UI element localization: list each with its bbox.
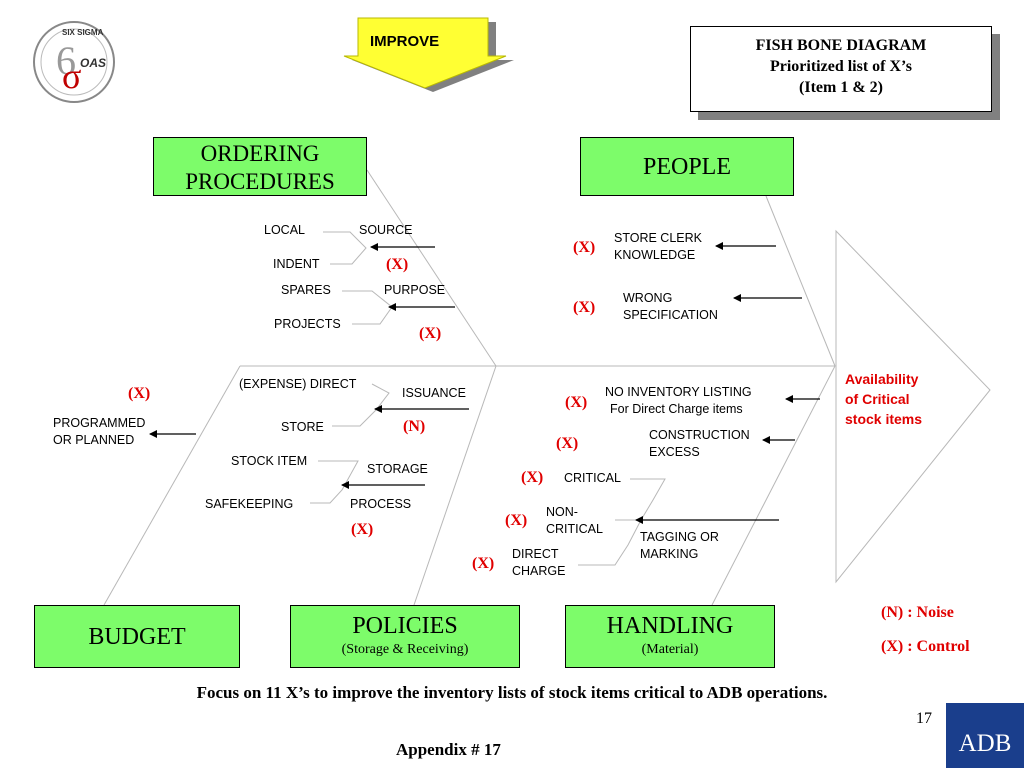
legend-control: (X) : Control xyxy=(881,638,970,655)
no-inventory-line-2: For Direct Charge items xyxy=(610,402,743,416)
cause-projects: PROJECTS xyxy=(274,317,341,331)
category-people: PEOPLE xyxy=(580,137,794,196)
legend: (N) : Noise (X) : Control xyxy=(881,596,970,664)
cause-spares: SPARES xyxy=(281,283,331,297)
cause-stock-item: STOCK ITEM xyxy=(231,454,308,468)
direct-charge-line-2: CHARGE xyxy=(512,564,566,578)
people-label: PEOPLE xyxy=(642,154,731,180)
non-critical-line-2: CRITICAL xyxy=(546,522,603,536)
store-clerk-line-2: KNOWLEDGE xyxy=(614,248,696,262)
programmed-line-1: PROGRAMMED xyxy=(53,416,146,430)
mark-no-inventory-x: (X) xyxy=(565,394,588,411)
tagging-line-1: TAGGING OR xyxy=(640,530,719,544)
cause-local: LOCAL xyxy=(264,223,305,237)
cause-wrong-specification: WRONG SPECIFICATION xyxy=(623,290,718,324)
adb-logo: ADB xyxy=(946,703,1024,768)
policies-label: POLICIES xyxy=(352,613,458,639)
programmed-line-2: OR PLANNED xyxy=(53,433,135,447)
cause-process: PROCESS xyxy=(350,497,412,511)
cause-source: SOURCE xyxy=(359,223,413,237)
effect-line-1: Availability xyxy=(845,371,919,387)
cause-no-inventory-listing: NO INVENTORY LISTING For Direct Charge i… xyxy=(605,384,752,418)
tagging-line-2: MARKING xyxy=(640,547,699,561)
store-clerk-line-1: STORE CLERK xyxy=(614,231,702,245)
improve-label: IMPROVE xyxy=(370,33,440,50)
category-policies: POLICIES (Storage & Receiving) xyxy=(290,605,520,668)
mark-non-critical-x: (X) xyxy=(505,512,528,529)
svg-text:6: 6 xyxy=(56,38,76,83)
logo-brand-text: OAS xyxy=(80,56,107,70)
wrong-spec-line-1: WRONG xyxy=(623,291,673,305)
budget-label: BUDGET xyxy=(88,624,186,650)
effect-label: Availability of Critical stock items xyxy=(845,369,922,429)
wrong-spec-line-2: SPECIFICATION xyxy=(623,308,718,322)
category-ordering-procedures: ORDERING PROCEDURES xyxy=(153,137,367,196)
six-sigma-oas-logo: 6 σ SIX SIGMA OAS xyxy=(30,18,118,106)
mark-direct-charge-x: (X) xyxy=(472,555,495,572)
title-line-3: (Item 1 & 2) xyxy=(799,79,883,96)
mark-issuance-n: (N) xyxy=(403,418,426,435)
svg-text:σ: σ xyxy=(62,56,81,96)
ordering-label: ORDERING PROCEDURES xyxy=(185,141,335,194)
cause-critical: CRITICAL xyxy=(564,471,621,485)
cause-safekeeping: SAFEKEEPING xyxy=(205,497,294,511)
mark-store-clerk-x: (X) xyxy=(573,239,596,256)
title-line-2: Prioritized list of X’s xyxy=(769,58,913,75)
cause-tagging-or-marking: TAGGING OR MARKING xyxy=(640,529,719,563)
cause-store-clerk-knowledge: STORE CLERK KNOWLEDGE xyxy=(614,230,702,264)
adb-logo-text: ADB xyxy=(958,729,1012,757)
construction-line-1: CONSTRUCTION xyxy=(649,428,750,442)
title-line-1: FISH BONE DIAGRAM xyxy=(755,37,927,54)
cause-construction-excess: CONSTRUCTION EXCESS xyxy=(649,427,750,461)
cause-expense-direct: (EXPENSE) DIRECT xyxy=(239,377,357,391)
no-inventory-line-1: NO INVENTORY LISTING xyxy=(605,385,752,399)
category-budget: BUDGET xyxy=(34,605,240,668)
mark-indent-x: (X) xyxy=(386,256,409,273)
direct-charge-line-1: DIRECT xyxy=(512,547,559,561)
handling-sublabel: (Material) xyxy=(641,642,699,657)
mark-process-x: (X) xyxy=(351,521,374,538)
effect-line-3: stock items xyxy=(845,411,923,427)
logo-top-text: SIX SIGMA xyxy=(62,28,104,37)
category-handling: HANDLING (Material) xyxy=(565,605,775,668)
cause-storage: STORAGE xyxy=(367,462,428,476)
cause-issuance: ISSUANCE xyxy=(402,386,466,400)
cause-direct-charge: DIRECT CHARGE xyxy=(512,546,565,580)
cause-non-critical: NON- CRITICAL xyxy=(546,504,603,538)
improve-banner: IMPROVE xyxy=(336,16,516,94)
mark-wrong-spec-x: (X) xyxy=(573,299,596,316)
mark-programmed-x: (X) xyxy=(128,385,151,402)
non-critical-line-1: NON- xyxy=(546,505,578,519)
handling-label: HANDLING xyxy=(606,613,734,639)
cause-programmed-or-planned: PROGRAMMED OR PLANNED xyxy=(53,415,145,449)
title-box: FISH BONE DIAGRAM Prioritized list of X’… xyxy=(690,26,992,112)
cause-store: STORE xyxy=(281,420,324,434)
cause-purpose: PURPOSE xyxy=(384,283,446,297)
construction-line-2: EXCESS xyxy=(649,445,700,459)
policies-sublabel: (Storage & Receiving) xyxy=(341,642,469,657)
mark-construction-x: (X) xyxy=(556,435,579,452)
mark-projects-x: (X) xyxy=(419,325,442,342)
appendix-label: Appendix # 17 xyxy=(396,740,501,759)
focus-statement: Focus on 11 X’s to improve the inventory… xyxy=(196,683,828,702)
legend-noise: (N) : Noise xyxy=(881,604,954,621)
effect-line-2: of Critical xyxy=(845,391,910,407)
page-number: 17 xyxy=(916,710,932,727)
cause-indent: INDENT xyxy=(273,257,320,271)
mark-critical-x: (X) xyxy=(521,469,544,486)
